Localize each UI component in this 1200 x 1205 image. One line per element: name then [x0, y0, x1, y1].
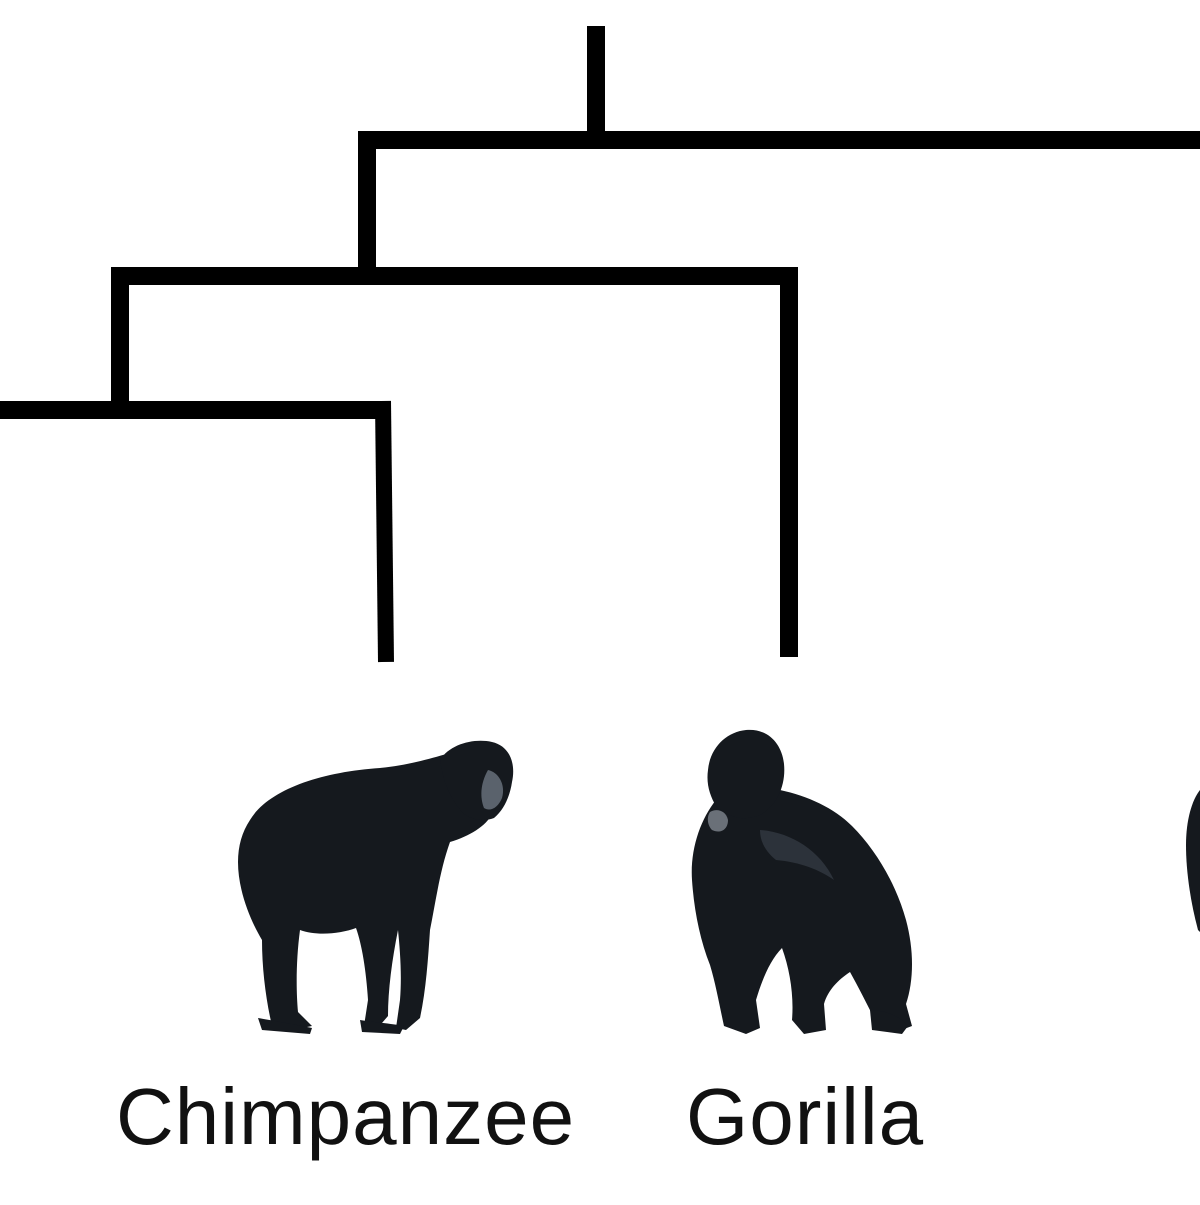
animal-fragment-icon: [1186, 790, 1200, 932]
branch-chimp-leaf: [375, 400, 394, 663]
chimpanzee-icon: [238, 740, 514, 1034]
gorilla-icon: [691, 729, 912, 1034]
taxon-label-chimpanzee: Chimpanzee: [116, 1072, 576, 1161]
taxon-label-gorilla: Gorilla: [686, 1072, 925, 1161]
